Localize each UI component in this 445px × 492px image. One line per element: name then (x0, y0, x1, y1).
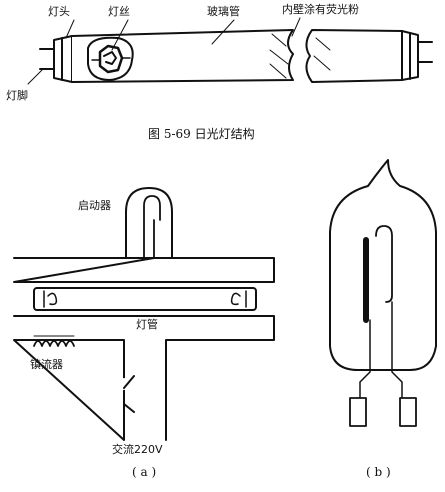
lower-wire-loop (13, 315, 275, 441)
right-lamp-pins (417, 41, 433, 63)
filament-cutaway (87, 36, 134, 81)
ballast-coil (33, 340, 75, 347)
tube-structure (27, 17, 433, 85)
starter-pin-right (399, 397, 417, 427)
tube-label: 灯管 (136, 318, 158, 331)
caption-b: ( b ) (366, 465, 391, 479)
phosphor-texture (269, 33, 331, 79)
starter-bulb (125, 187, 173, 259)
glass-tube-label: 玻璃管 (207, 5, 240, 18)
upper-wire-loop (13, 257, 275, 283)
filament-label: 灯丝 (108, 5, 130, 18)
phosphor-coating-label: 内壁涂有荧光粉 (282, 3, 359, 16)
glass-tube-right-section (305, 29, 403, 83)
lamp-cap-label: 灯头 (48, 5, 70, 18)
power-switch (122, 375, 135, 413)
starter-glass-envelope (329, 159, 437, 371)
starter-pin-left (349, 397, 367, 427)
supply-label: 交流220V (112, 443, 163, 456)
left-lamp-pins (39, 48, 55, 70)
circuit-a (13, 187, 275, 441)
lamp-pin-label: 灯脚 (6, 89, 28, 102)
starter-detail-b (329, 159, 437, 427)
starter-label: 启动器 (78, 199, 111, 212)
circuit-tube (33, 287, 257, 311)
pointer-lines (27, 17, 301, 85)
figure-caption: 图 5-69 日光灯结构 (148, 127, 255, 141)
ballast-label: 镇流器 (30, 358, 63, 371)
caption-a: ( a ) (132, 465, 157, 479)
